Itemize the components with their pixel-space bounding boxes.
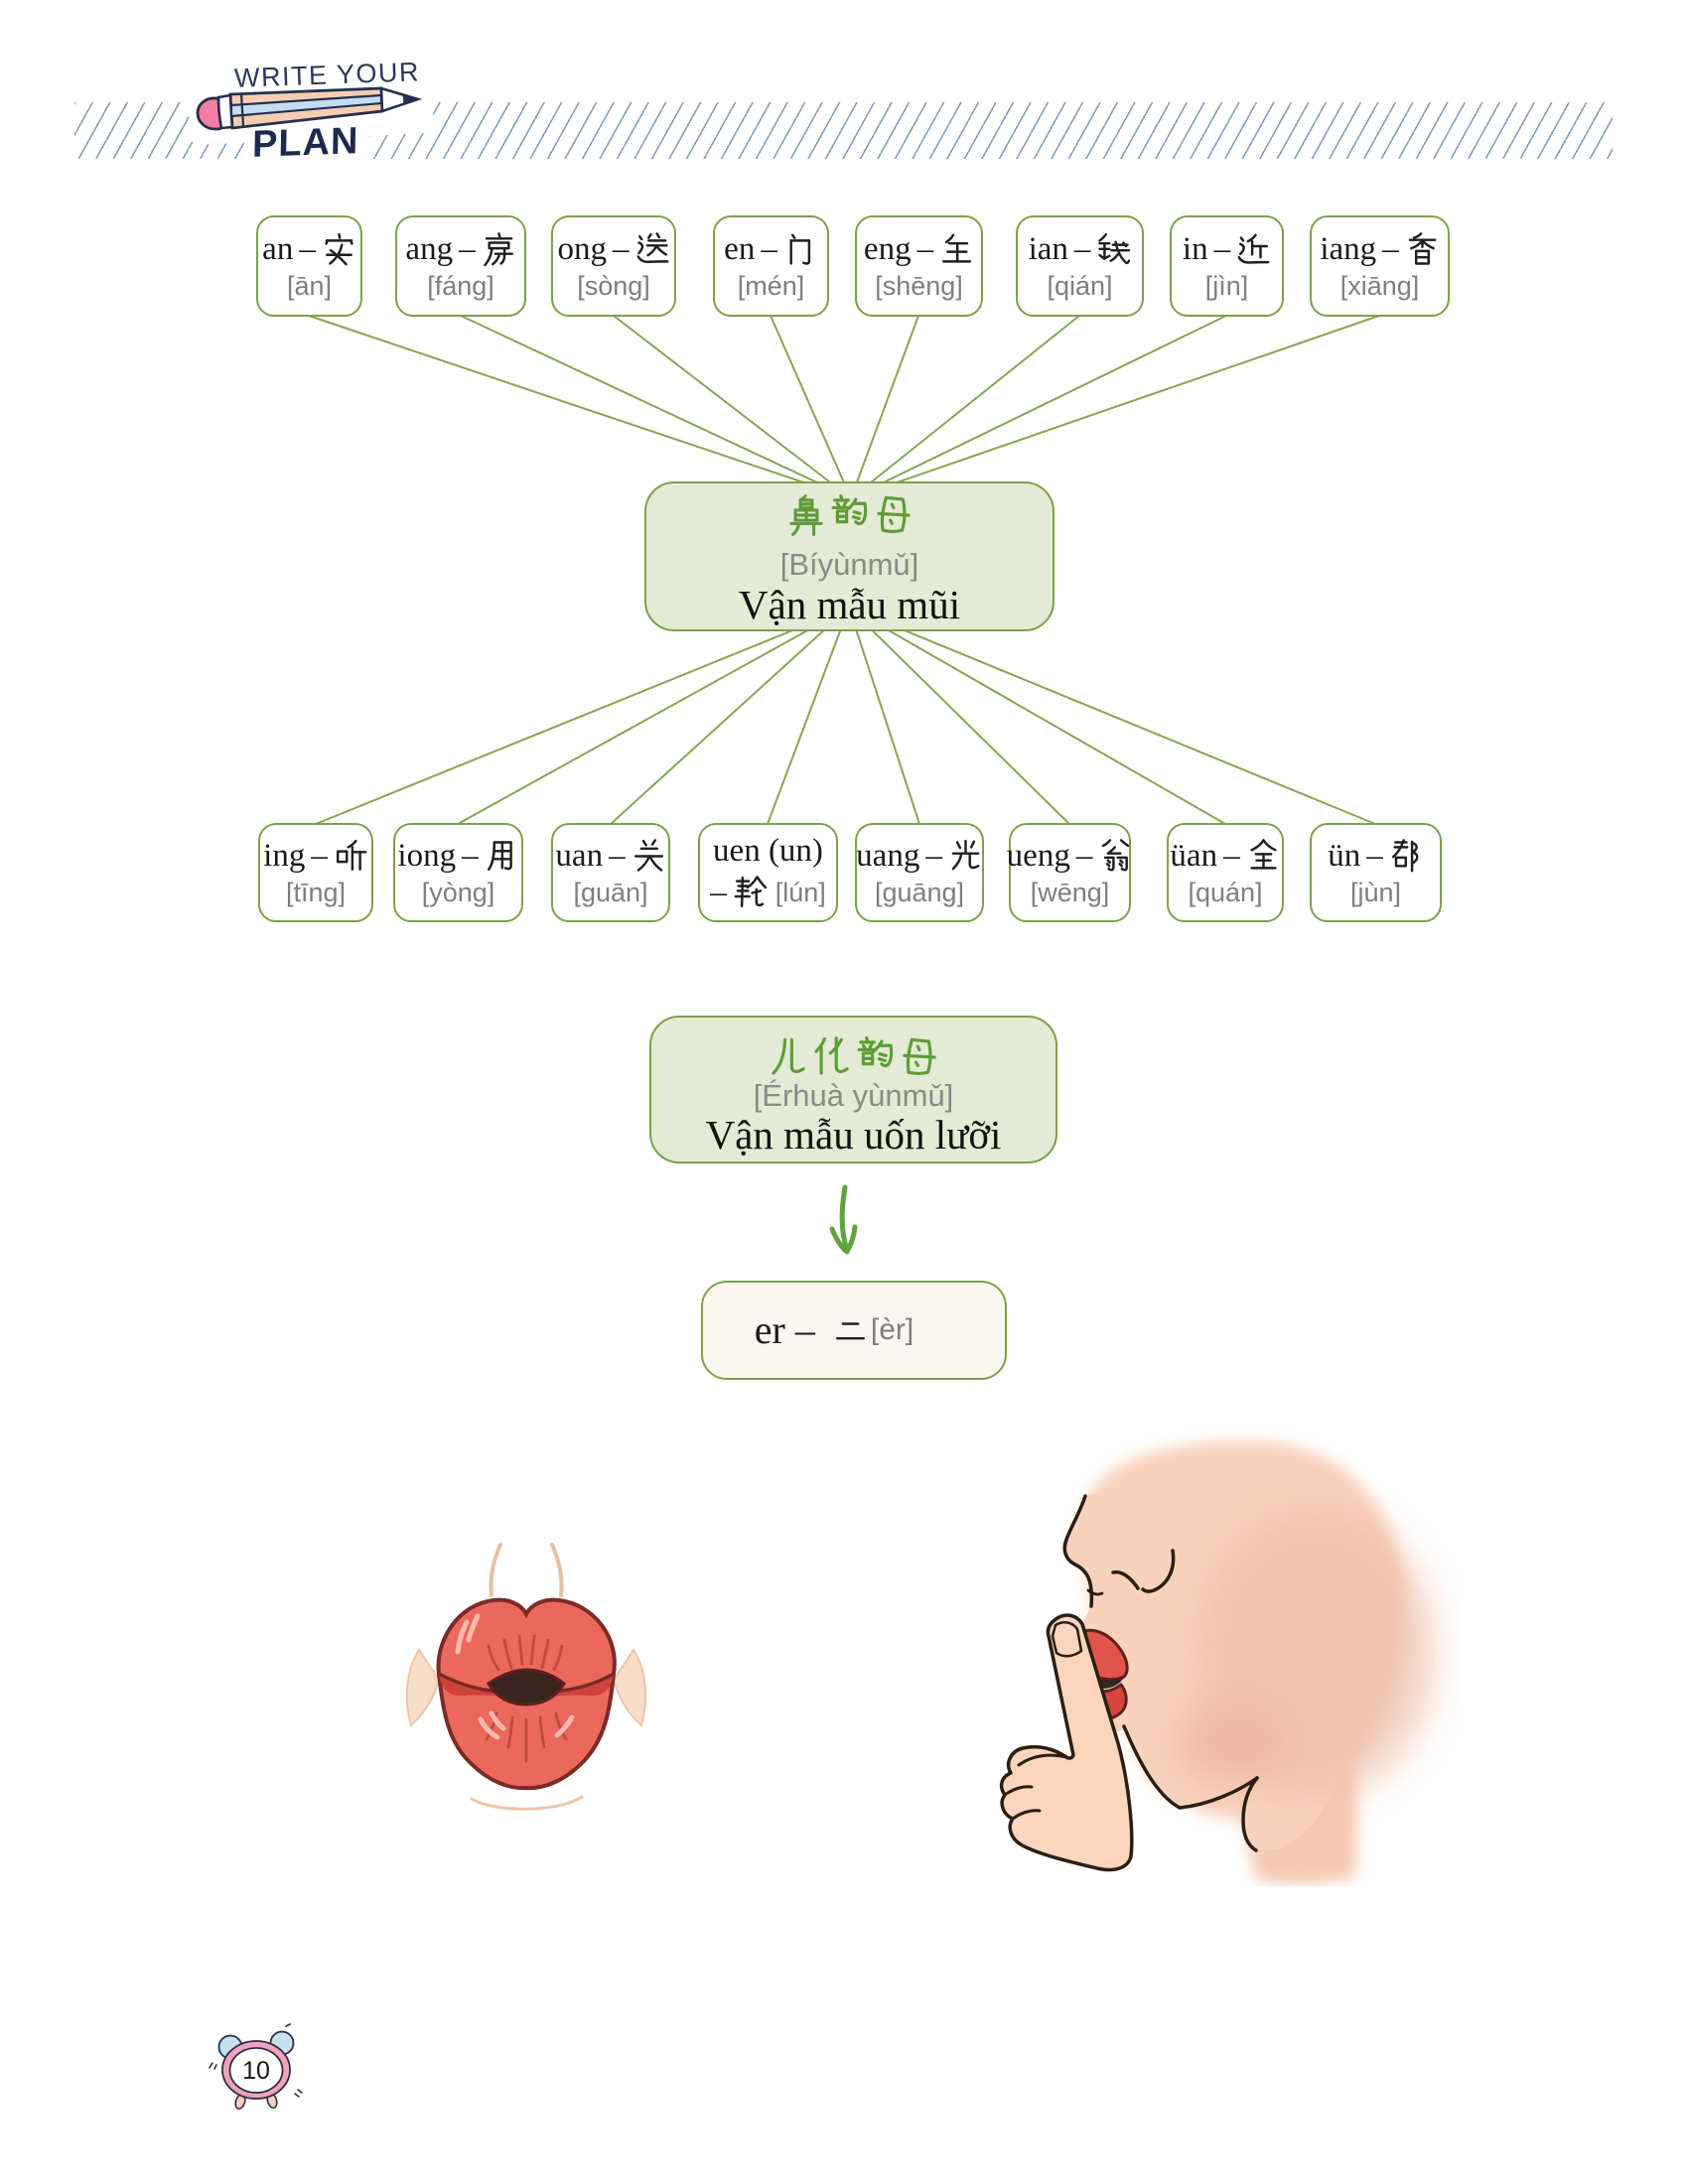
svg-text:10: 10 — [242, 2057, 270, 2085]
